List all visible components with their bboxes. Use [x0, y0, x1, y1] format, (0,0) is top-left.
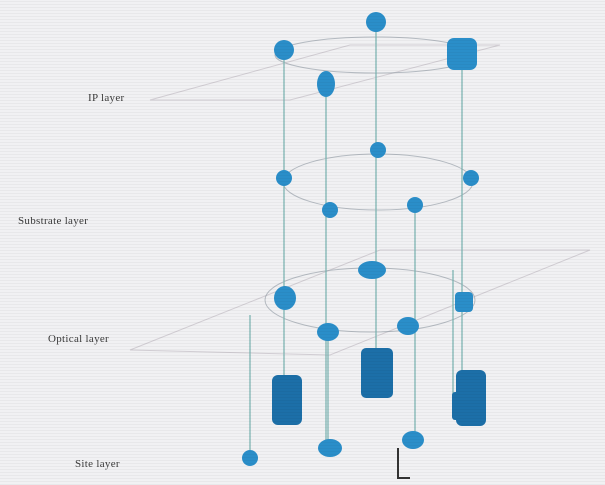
- site-device-1: [272, 375, 302, 425]
- substrate-node-4: [322, 202, 338, 218]
- site-device-2: [361, 348, 393, 398]
- layer-label-site: Site layer: [75, 458, 120, 470]
- layer-label-substrate: Substrate layer: [18, 215, 89, 227]
- site-node-3: [402, 431, 424, 449]
- optical-node-5: [397, 317, 419, 335]
- optical-node-4: [317, 323, 339, 341]
- ring-substrate: [282, 153, 474, 211]
- plane-ip: [149, 44, 501, 101]
- site-node-2: [318, 439, 342, 457]
- optical-node-2: [274, 286, 296, 310]
- plane-optical: [129, 249, 591, 356]
- corner-mark-icon: [397, 448, 410, 479]
- layer-label-ip: IP layer: [88, 92, 125, 104]
- layer-label-optical: Optical layer: [48, 333, 110, 345]
- optical-node-1: [358, 261, 386, 279]
- ip-node-4: [447, 38, 477, 70]
- optical-node-3: [455, 292, 473, 312]
- ring-ip: [274, 36, 476, 74]
- substrate-node-2: [276, 170, 292, 186]
- site-node-1: [242, 450, 258, 466]
- ip-node-1: [366, 12, 386, 32]
- ip-node-3: [317, 71, 335, 97]
- site-device-3b: [452, 392, 466, 420]
- substrate-node-5: [407, 197, 423, 213]
- ip-node-2: [274, 40, 294, 60]
- substrate-node-1: [370, 142, 386, 158]
- substrate-node-3: [463, 170, 479, 186]
